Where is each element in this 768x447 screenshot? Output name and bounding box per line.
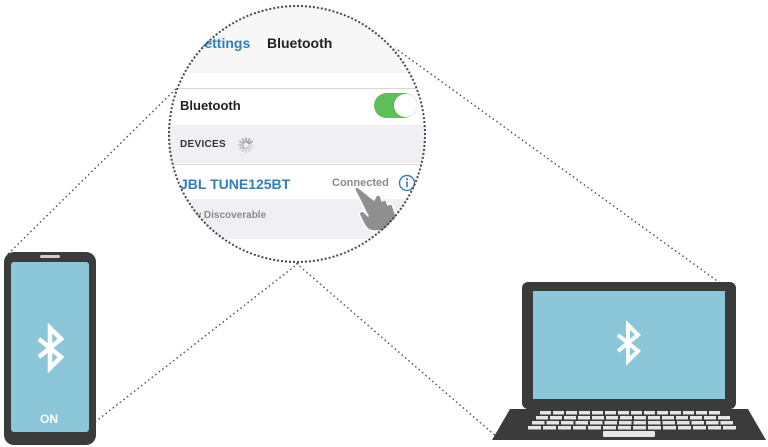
- device-row[interactable]: [168, 164, 426, 200]
- spinner-spoke: [246, 146, 251, 152]
- toggle-knob: [394, 94, 417, 117]
- keyboard-key: [691, 421, 704, 425]
- keyboard-key: [644, 411, 655, 415]
- keyboard-key: [543, 426, 556, 430]
- spinner-spoke: [247, 145, 253, 150]
- keyboard-key: [605, 411, 616, 415]
- keyboard-key: [663, 426, 676, 430]
- line-phone-bottom: [94, 261, 301, 423]
- keyboard-key: [606, 416, 618, 420]
- devices-section-header: [168, 125, 426, 163]
- line-laptop-top: [394, 47, 721, 284]
- navigation-bar: [168, 5, 426, 73]
- keyboard-key: [657, 411, 668, 415]
- keyboard-key: [670, 411, 681, 415]
- pointing-hand-icon: [354, 186, 398, 232]
- device-status: Connected: [332, 177, 389, 189]
- keyboard-key: [708, 426, 721, 430]
- keyboard-key: [683, 411, 694, 415]
- magnifier-lens: Settings Bluetooth Bluetooth DEVICES JBL…: [168, 5, 426, 263]
- keyboard-key: [676, 416, 688, 420]
- keyboard-key: [536, 416, 548, 420]
- keyboard-key: [704, 416, 716, 420]
- line-phone-top: [7, 74, 191, 255]
- keyboard-key: [550, 416, 562, 420]
- bluetooth-icon: [37, 322, 65, 374]
- keyboard-key: [546, 421, 559, 425]
- keyboard-key: [648, 421, 661, 425]
- keyboard-key: [528, 426, 541, 430]
- keyboard-key: [590, 421, 603, 425]
- bluetooth-icon: [616, 320, 641, 366]
- bluetooth-settings-screen: Settings Bluetooth Bluetooth DEVICES JBL…: [168, 5, 426, 263]
- device-name[interactable]: JBL TUNE125BT: [180, 176, 291, 192]
- keyboard-key: [592, 411, 603, 415]
- settings-back-button[interactable]: Settings: [195, 35, 251, 51]
- spinner-spoke: [241, 146, 246, 152]
- keyboard-key: [618, 411, 629, 415]
- keyboard-key: [720, 421, 733, 425]
- info-icon[interactable]: [398, 174, 416, 192]
- magnifier-lines: [7, 47, 721, 439]
- keyboard-key: [579, 411, 590, 415]
- spinner-spoke: [247, 140, 253, 145]
- keyboard-key: [619, 421, 632, 425]
- keyboard-key: [618, 426, 631, 430]
- bluetooth-row-label: Bluetooth: [180, 98, 241, 113]
- keyboard-key: [648, 426, 661, 430]
- keyboard-key: [678, 426, 691, 430]
- keyboard-key: [620, 416, 632, 420]
- keyboard-key: [553, 411, 564, 415]
- keyboard-key: [573, 426, 586, 430]
- keyboard-key: [564, 416, 576, 420]
- keyboard-key: [558, 426, 571, 430]
- spinner-spoke: [239, 140, 245, 145]
- keyboard-key: [634, 416, 646, 420]
- keyboard-key: [693, 426, 706, 430]
- keyboard-key: [723, 426, 736, 430]
- spinner-spoke: [246, 138, 251, 144]
- laptop-touchpad: [603, 431, 655, 437]
- keyboard-key: [718, 416, 730, 420]
- keyboard-key: [709, 411, 720, 415]
- phone-status-label: ON: [40, 412, 58, 426]
- keyboard-key: [588, 426, 601, 430]
- keyboard-key: [633, 421, 646, 425]
- discoverable-text: Now Discoverable: [180, 210, 267, 221]
- spinner-spoke: [239, 145, 245, 150]
- keyboard-key: [532, 421, 545, 425]
- keyboard-key: [677, 421, 690, 425]
- keyboard-key: [696, 411, 707, 415]
- keyboard-key: [662, 416, 674, 420]
- spinner-spoke: [241, 138, 246, 144]
- keyboard-key: [631, 411, 642, 415]
- keyboard-key: [706, 421, 719, 425]
- keyboard-key: [592, 416, 604, 420]
- keyboard-key: [575, 421, 588, 425]
- loading-spinner-icon: [238, 137, 254, 153]
- smartphone: [4, 252, 96, 445]
- devices-header-label: DEVICES: [180, 139, 227, 150]
- page-title: Bluetooth: [267, 35, 333, 51]
- line-laptop-bottom: [295, 262, 499, 439]
- keyboard-key: [648, 416, 660, 420]
- keyboard-key: [603, 426, 616, 430]
- keyboard-key: [604, 421, 617, 425]
- keyboard-key: [540, 411, 551, 415]
- keyboard-key: [566, 411, 577, 415]
- keyboard-key: [561, 421, 574, 425]
- keyboard-key: [578, 416, 590, 420]
- laptop-keyboard: [528, 411, 736, 430]
- keyboard-key: [690, 416, 702, 420]
- keyboard-key: [662, 421, 675, 425]
- phone-speaker: [40, 255, 60, 258]
- laptop: [492, 282, 766, 440]
- keyboard-key: [633, 426, 646, 430]
